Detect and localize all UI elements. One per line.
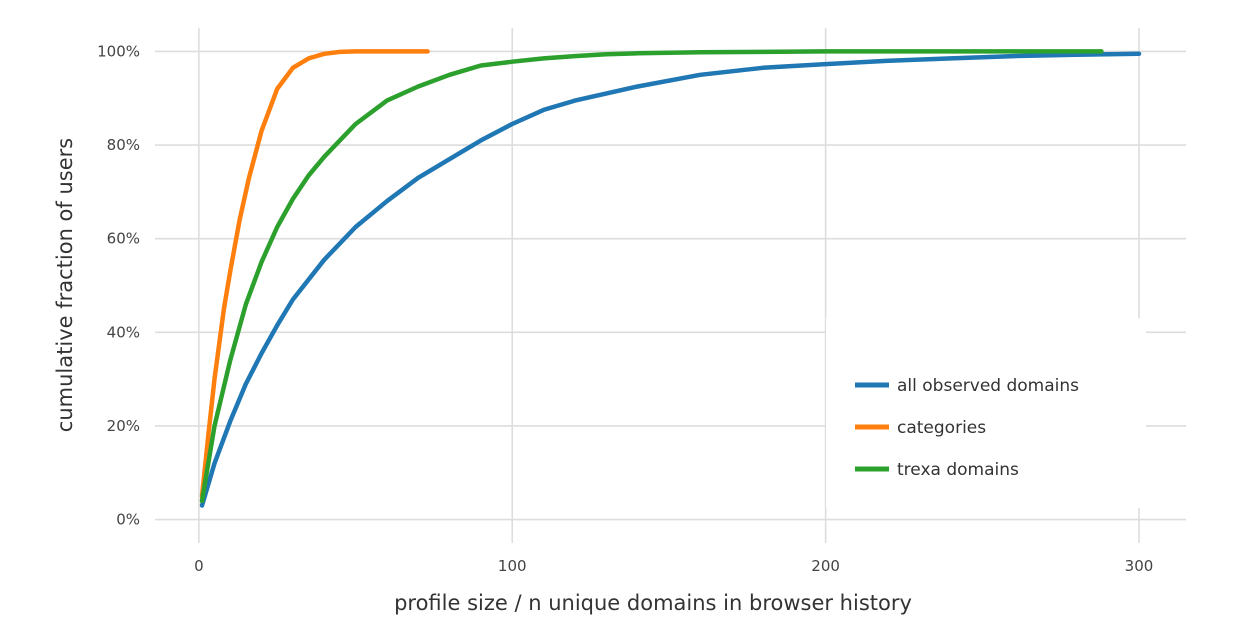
- x-tick-label: 200: [811, 557, 840, 575]
- x-tick-label: 300: [1125, 557, 1154, 575]
- series-line-all-observed-domains: [199, 51, 1142, 508]
- legend-box: [826, 318, 1146, 508]
- y-axis-title: cumulative fraction of users: [53, 138, 77, 432]
- legend-label-trexa-domains: trexa domains: [897, 460, 1019, 480]
- y-tick-label: 0%: [116, 511, 140, 529]
- x-axis-title: profile size / n unique domains in brows…: [394, 591, 912, 615]
- series-lines: [199, 49, 1142, 508]
- y-tick-label: 60%: [107, 230, 140, 248]
- legend-label-all-observed-domains: all observed domains: [897, 376, 1079, 396]
- y-tick-labels: 0% 20% 40% 60% 80% 100%: [97, 42, 140, 528]
- legend-label-categories: categories: [897, 418, 986, 438]
- y-tick-label: 20%: [107, 417, 140, 435]
- x-tick-labels: 0 100 200 300: [194, 557, 1153, 575]
- y-tick-label: 40%: [107, 323, 140, 341]
- x-tick-label: 100: [498, 557, 527, 575]
- series-line-trexa-domains: [199, 49, 1104, 504]
- legend: all observed domains categories trexa doma…: [826, 318, 1146, 508]
- y-tick-label: 80%: [107, 136, 140, 154]
- y-tick-label: 100%: [97, 42, 140, 60]
- series-line-categories: [199, 49, 430, 499]
- x-tick-label: 0: [194, 557, 204, 575]
